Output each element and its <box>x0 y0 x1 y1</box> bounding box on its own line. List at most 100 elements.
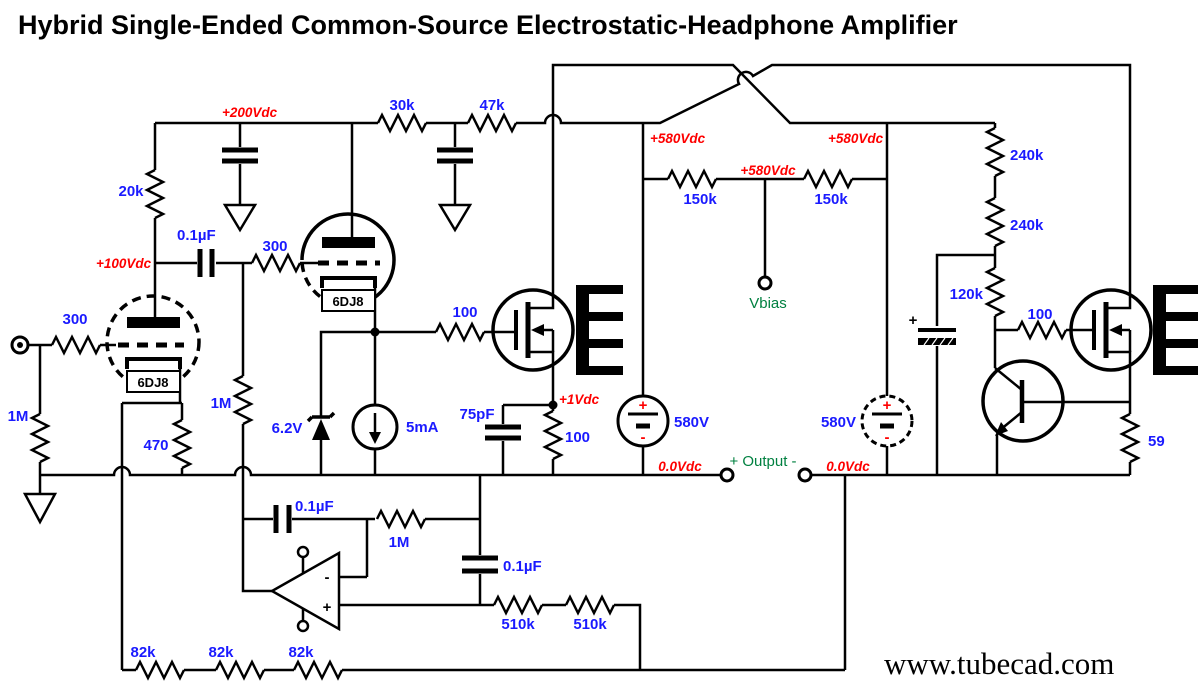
label-r-100-gate1: 100 <box>452 304 477 321</box>
mosfet-left-arrow <box>531 324 544 336</box>
battery-left: + - <box>616 394 670 448</box>
resistor-20k <box>144 168 166 220</box>
label-c-75pf: 75pF <box>459 406 494 423</box>
mosfet-right <box>1069 288 1153 372</box>
resistor-150k-left <box>666 168 718 190</box>
label-output: + Output - <box>729 453 796 470</box>
label-ccs: 5mA <box>406 419 439 436</box>
mosfet-right-arrow <box>1109 324 1122 336</box>
label-r-30k: 30k <box>389 97 415 114</box>
resistor-510k-1 <box>492 594 544 616</box>
zener-diode <box>306 411 336 440</box>
resistor-30k <box>376 112 428 134</box>
label-supply-100: +100Vdc <box>96 256 152 271</box>
output-terminal-plus <box>719 467 735 483</box>
label-r-82k-1: 82k <box>130 644 156 661</box>
filter-cap-2 <box>437 147 473 164</box>
label-r-82k-2: 82k <box>208 644 234 661</box>
bjt-emitter-arrow <box>995 422 1008 436</box>
resistors <box>29 112 1141 681</box>
battery-left-plus: + <box>639 397 648 414</box>
label-r-510k-1: 510k <box>501 616 535 633</box>
heatsink-left-icon <box>576 285 623 375</box>
label-r-120k: 120k <box>950 286 984 303</box>
resistor-240k-2 <box>984 196 1006 248</box>
capacitors <box>197 147 521 574</box>
label-580-left: +580Vdc <box>650 131 706 146</box>
electrolytic-plus-sign: + <box>909 312 918 329</box>
label-r-150k-left: 150k <box>683 191 717 208</box>
vbias-terminal <box>757 275 773 291</box>
label-r-100-gate2: 100 <box>1027 306 1052 323</box>
resistor-47k <box>466 112 518 134</box>
opamp: - + <box>269 545 341 633</box>
resistor-120k <box>984 266 1006 318</box>
label-r-100-source: 100 <box>565 429 590 446</box>
opamp-noninverting-label: + <box>323 599 332 616</box>
resistor-150k-right <box>802 168 854 190</box>
label-580-center: +580Vdc <box>740 163 796 178</box>
label-zener: 6.2V <box>272 420 303 437</box>
opamp-power-terminal-bottom <box>296 619 310 633</box>
opamp-power-terminal-top <box>296 545 310 559</box>
label-r-1m-grid: 1M <box>211 395 232 412</box>
resistor-300-stage2 <box>250 252 302 274</box>
label-c-servo: 0.1µF <box>503 558 542 575</box>
label-battery-left: 580V <box>674 414 709 431</box>
resistor-100-gate2 <box>1016 319 1068 341</box>
tube2-label: 6DJ8 <box>332 294 363 309</box>
label-r-300-stage2: 300 <box>262 238 287 255</box>
current-source <box>351 403 399 451</box>
resistor-100-gate1 <box>434 321 486 343</box>
label-r-82k-3: 82k <box>288 644 314 661</box>
label-supply-200: +200Vdc <box>222 105 278 120</box>
junction-dot-source1 <box>548 400 558 410</box>
current-source-arrow <box>369 432 381 444</box>
page-title: Hybrid Single-Ended Common-Source Electr… <box>18 10 958 40</box>
tube-1-6dj8: 6DJ8 <box>105 294 201 393</box>
tube1-label: 6DJ8 <box>137 375 168 390</box>
label-r-59: 59 <box>1148 433 1165 450</box>
label-c-coupling: 0.1µF <box>177 227 216 244</box>
battery-right-minus: - <box>885 429 890 446</box>
label-r-1m-fb: 1M <box>389 534 410 551</box>
resistor-1m-grid <box>232 374 254 426</box>
resistor-1m-input <box>29 412 51 464</box>
resistor-240k-1 <box>984 126 1006 178</box>
resistor-1m-fb <box>375 508 427 530</box>
electrolytic-cap: + <box>909 312 956 346</box>
mosfet-left <box>491 288 575 372</box>
servo-cap <box>462 555 498 574</box>
label-r-510k-2: 510k <box>573 616 607 633</box>
battery-left-minus: - <box>641 429 646 446</box>
tube-2-6dj8: 6DJ8 <box>300 212 396 312</box>
label-00vdc-left: 0.0Vdc <box>658 459 702 474</box>
resistor-59 <box>1119 412 1141 464</box>
battery-right-plus: + <box>883 397 892 414</box>
resistor-510k-2 <box>564 594 616 616</box>
cap-75pf <box>485 424 521 441</box>
label-vbias: Vbias <box>749 295 787 312</box>
resistor-470 <box>171 418 193 470</box>
bjt-transistor <box>981 359 1065 443</box>
junction-dot-cathode2 <box>370 327 380 337</box>
watermark: www.tubecad.com <box>884 646 1114 681</box>
opamp-inverting-label: - <box>325 569 330 586</box>
resistor-82k-1 <box>134 659 186 681</box>
fb-cap <box>273 505 292 533</box>
resistor-300-input <box>50 334 102 356</box>
filter-cap-1 <box>222 147 258 164</box>
label-r-470: 470 <box>143 437 168 454</box>
label-battery-right: 580V <box>821 414 856 431</box>
output-terminal-minus <box>797 467 813 483</box>
heatsink-right-icon <box>1153 285 1198 375</box>
label-r-240k-1: 240k <box>1010 147 1044 164</box>
battery-right: + - <box>860 394 914 448</box>
label-c-fb: 0.1µF <box>295 498 334 515</box>
label-r-47k: 47k <box>479 97 505 114</box>
label-r-20k: 20k <box>118 183 144 200</box>
label-r-150k-right: 150k <box>814 191 848 208</box>
resistor-82k-3 <box>292 659 344 681</box>
